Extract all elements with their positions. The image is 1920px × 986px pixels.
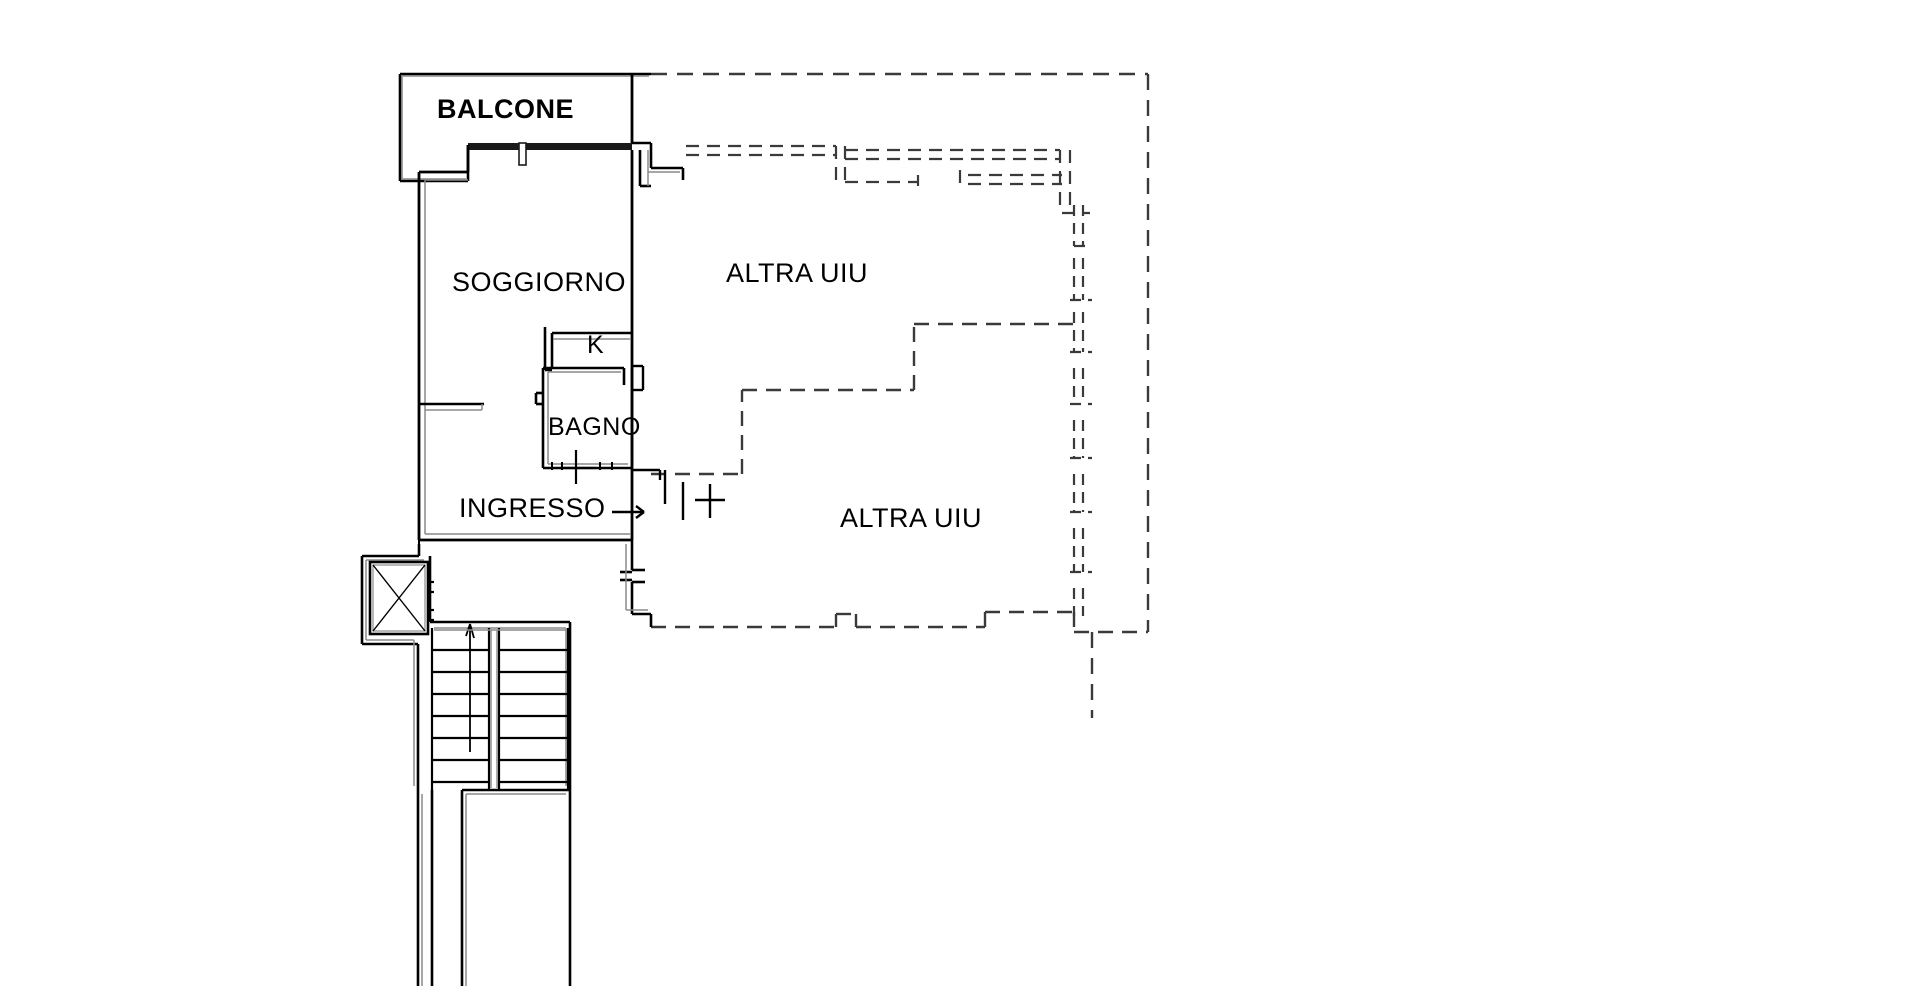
balcone-outline <box>398 72 651 183</box>
bagno-threshold <box>551 462 613 470</box>
bagno-door <box>560 450 595 484</box>
elevator-shaft <box>368 560 434 636</box>
room-label-balcone: BALCONE <box>437 94 574 124</box>
neighbour-interior-dashed <box>651 322 1148 634</box>
right-wall-jog <box>632 141 685 188</box>
kitchen-partition-walls <box>543 327 632 372</box>
kitchen-right-niche <box>632 364 645 392</box>
balcone-slab-edge <box>401 75 649 180</box>
room-label-kitchen: K <box>587 331 605 359</box>
right-wall-jog-inner <box>647 150 680 186</box>
right-common-wall <box>620 540 653 627</box>
soggiorno-niche-wall-inner <box>425 404 483 411</box>
room-label-soggiorno: SOGGIORNO <box>452 267 627 297</box>
neighbour-boundary-dashed <box>651 72 1150 718</box>
room-label-altra-uiu-top: ALTRA UIU <box>726 258 869 288</box>
lower-stairwell-walls <box>416 788 572 986</box>
neighbour-balcony-dashed-upper <box>686 144 1090 215</box>
stair-direction-arrow <box>465 623 475 752</box>
balcony-door-wall <box>468 142 632 166</box>
apartment-perimeter-walls <box>417 74 634 542</box>
staircase <box>430 628 570 790</box>
room-label-ingresso: INGRESSO <box>459 493 606 523</box>
wall-jamb-ticks <box>418 536 633 546</box>
room-label-altra-uiu-bottom: ALTRA UIU <box>840 503 983 533</box>
room-label-bagno: BAGNO <box>548 413 641 441</box>
apartment-wall-inner-face <box>424 179 630 535</box>
neighbour-balconies-dashed-right <box>1070 205 1092 616</box>
ingresso-door-assembly <box>612 468 725 520</box>
right-common-wall-inner <box>625 544 648 611</box>
stairwell-landing-walls <box>360 544 572 790</box>
lower-stairwell-walls-inner <box>421 793 566 986</box>
stair-railing-face <box>434 629 566 788</box>
